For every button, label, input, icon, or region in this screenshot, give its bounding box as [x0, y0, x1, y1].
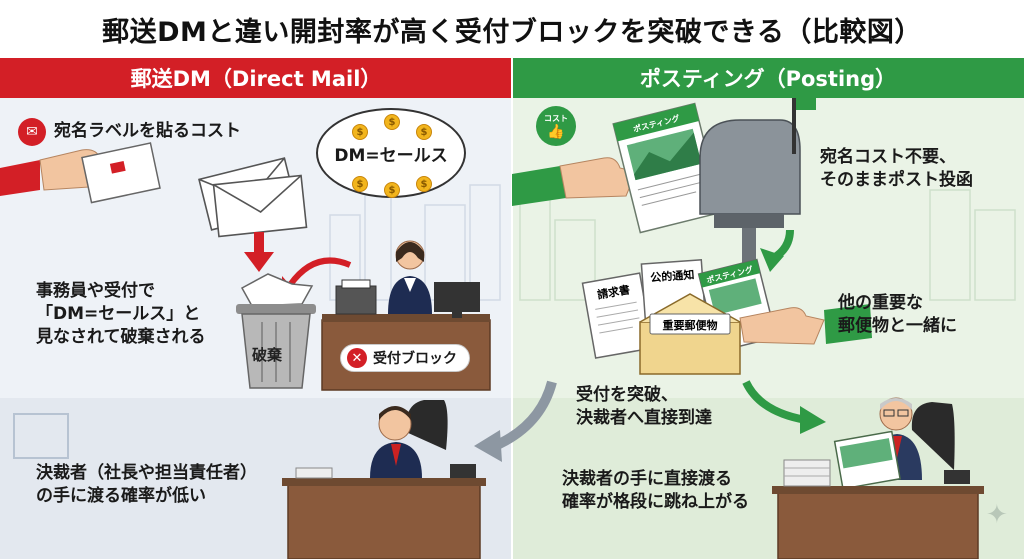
posting-executive-desk-illustration	[772, 397, 984, 559]
coin-icon: $	[352, 176, 368, 192]
coin-icon: $	[384, 114, 400, 130]
mail-pile-illustration: 請求書 公的通知 ポスティング 重要郵便物	[581, 258, 872, 375]
hand-with-flyer-illustration: ポスティング	[512, 102, 723, 234]
dm-bottom-line: 決裁者（社長や担当責任者）	[36, 463, 257, 483]
dm-cost-label: 宛名ラベルを貼るコスト	[54, 121, 241, 141]
dm-header: 郵送DM（Direct Mail）	[0, 58, 512, 98]
trash-bin-illustration	[236, 273, 316, 389]
x-mark-icon: ✕	[347, 348, 367, 368]
posting-breakthrough-line: 受付を突破、	[576, 385, 678, 405]
dm-desc-line: 事務員や受付で	[36, 281, 155, 301]
doc-invoice: 請求書	[596, 282, 631, 302]
posting-cost-line: 宛名コスト不要、	[820, 147, 956, 167]
dm-bottom-line: の手に渡る確率が低い	[36, 485, 206, 506]
posting-bottom-text: 決裁者の手に直接渡る 確率が格段に跳ね上がる	[562, 468, 749, 514]
doc-important: 重要郵便物	[663, 318, 718, 332]
thumbs-up-icon: コスト 👍	[536, 106, 576, 146]
envelope-icon: ✉	[18, 118, 46, 146]
down-arrow-green-2	[742, 380, 807, 424]
dm-bottom-text: 決裁者（社長や担当責任者） の手に渡る確率が低い	[36, 462, 257, 508]
dm-desc: 事務員や受付で 「DM=セールス」と 見なされて破棄される	[36, 280, 206, 349]
trash-label: 破棄	[252, 346, 283, 364]
posting-cost-text: 宛名コスト不要、 そのままポスト投函	[820, 146, 973, 192]
coin-icon: $	[352, 124, 368, 140]
panel-divider	[511, 58, 513, 559]
posting-breakthrough-text: 受付を突破、 決裁者へ直接到達	[576, 384, 712, 430]
posting-important-line: 他の重要な	[838, 293, 923, 313]
hand-with-envelope-illustration	[0, 142, 161, 204]
dm-desc-line: 見なされて破棄される	[36, 326, 206, 347]
posting-header: ポスティング（Posting）	[512, 58, 1024, 98]
bubble-text: DM=セールス	[334, 145, 448, 166]
dm-executive-desk-illustration	[282, 400, 486, 559]
envelope-stack-illustration	[198, 157, 308, 238]
dm-desc-line: 「DM=セールス」と	[36, 303, 201, 324]
cost-badge-text: コスト	[544, 113, 568, 123]
coin-icon: $	[416, 176, 432, 192]
posting-bottom-line: 確率が格段に跳ね上がる	[562, 491, 749, 512]
toss-arrow-red	[287, 257, 352, 287]
coin-icon: $	[416, 124, 432, 140]
reception-block-badge: ✕ 受付ブロック	[340, 344, 470, 372]
mailbox-illustration	[699, 98, 816, 300]
posting-bottom-line: 決裁者の手に直接渡る	[562, 469, 732, 489]
posting-cost-line: そのままポスト投函	[820, 169, 973, 190]
coin-icon: $	[384, 182, 400, 198]
doc-notice: 公的通知	[650, 267, 695, 284]
wall-frame	[13, 413, 69, 459]
posting-important-line: 郵便物と一緒に	[838, 315, 957, 336]
posting-important-text: 他の重要な 郵便物と一緒に	[838, 292, 957, 338]
sparkle-icon: ✦	[986, 500, 1008, 530]
posting-breakthrough-line: 決裁者へ直接到達	[576, 407, 712, 428]
page-title: 郵送DMと違い開封率が高く受付ブロックを突破できる（比較図）	[102, 16, 922, 48]
reception-block-text: 受付ブロック	[373, 351, 457, 367]
down-arrow-red	[244, 232, 274, 272]
